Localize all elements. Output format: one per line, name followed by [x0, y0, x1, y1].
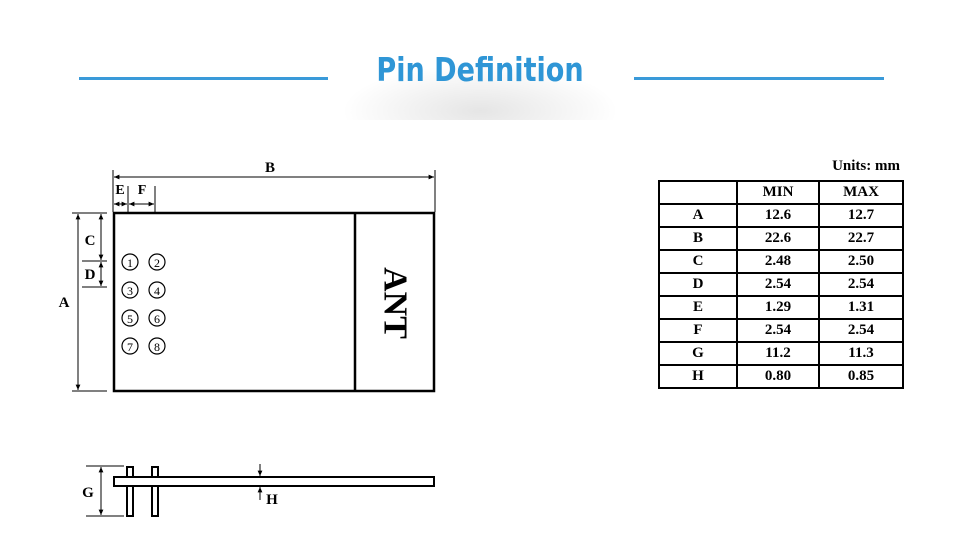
module-outline [112, 211, 436, 393]
dimension-c-d [82, 214, 107, 288]
table-row: F 2.54 2.54 [658, 318, 904, 343]
label-h: H [266, 492, 278, 508]
pin-number: 6 [154, 312, 160, 326]
label-e: E [115, 183, 124, 198]
table-cell-max: 22.7 [818, 226, 904, 251]
table-row: D 2.54 2.54 [658, 272, 904, 297]
pin-number: 1 [127, 256, 133, 270]
table-header [658, 180, 738, 205]
table-cell-min: 12.6 [736, 203, 820, 228]
label-c: C [85, 233, 96, 249]
table-cell-max: 0.85 [818, 364, 904, 389]
table-cell-label: C [658, 249, 738, 274]
table-cell-min: 2.54 [736, 272, 820, 297]
label-b: B [265, 160, 275, 176]
table-cell-label: E [658, 295, 738, 320]
pin-circle [148, 253, 166, 271]
table-cell-min: 11.2 [736, 341, 820, 366]
pin-number: 4 [154, 284, 160, 298]
table-cell-max: 2.50 [818, 249, 904, 274]
side-view [113, 466, 435, 517]
table-row: C 2.48 2.50 [658, 249, 904, 274]
pin-circle [121, 337, 139, 355]
page-title: Pin Definition [376, 50, 584, 89]
pin-number: 5 [127, 312, 133, 326]
table-cell-label: A [658, 203, 738, 228]
antenna-label: ANT [377, 267, 414, 339]
dimension-a [72, 212, 107, 392]
dimension-b [112, 170, 436, 212]
table-cell-label: F [658, 318, 738, 343]
table-row: H 0.80 0.85 [658, 364, 904, 389]
module-board-side [113, 476, 435, 487]
pin-circle [148, 309, 166, 327]
table-row: B 22.6 22.7 [658, 226, 904, 251]
table-row: E 1.29 1.31 [658, 295, 904, 320]
header-rule-right [634, 77, 884, 80]
table-header: MIN [736, 180, 820, 205]
table-cell-max: 1.31 [818, 295, 904, 320]
pin-number: 3 [127, 284, 133, 298]
title-shadow [330, 60, 630, 120]
table-cell-min: 1.29 [736, 295, 820, 320]
table-cell-max: 2.54 [818, 318, 904, 343]
pin-circle [121, 281, 139, 299]
dimension-g [86, 465, 124, 517]
table-row: G 11.2 11.3 [658, 341, 904, 366]
table-cell-min: 0.80 [736, 364, 820, 389]
label-a: A [59, 295, 70, 311]
table-cell-max: 11.3 [818, 341, 904, 366]
table-cell-label: B [658, 226, 738, 251]
dimension-table: MIN MAX A 12.6 12.7 B 22.6 22.7 C 2.48 2… [658, 180, 904, 389]
pin-lead [151, 466, 159, 517]
units-label: Units: mm [832, 158, 900, 174]
pin-lead [126, 466, 134, 517]
table-cell-min: 22.6 [736, 226, 820, 251]
pin-circle [121, 253, 139, 271]
table-cell-max: 2.54 [818, 272, 904, 297]
label-d: D [85, 267, 96, 283]
module-diagram: ANT 1 2 3 4 5 6 7 8 B E F [59, 160, 436, 517]
table-header: MAX [818, 180, 904, 205]
table-row: A 12.6 12.7 [658, 203, 904, 228]
pin-number: 7 [127, 340, 133, 354]
table-header-row: MIN MAX [658, 180, 904, 205]
pin-circle [148, 281, 166, 299]
label-g: G [82, 485, 94, 501]
pin-circle [121, 309, 139, 327]
pin-grid [121, 253, 166, 355]
pin-number: 8 [154, 340, 160, 354]
table-cell-label: D [658, 272, 738, 297]
dimension-e-f [114, 186, 156, 212]
table-cell-label: H [658, 364, 738, 389]
table-cell-max: 12.7 [818, 203, 904, 228]
pin-number: 2 [154, 256, 160, 270]
table-cell-min: 2.48 [736, 249, 820, 274]
table-cell-min: 2.54 [736, 318, 820, 343]
table-cell-label: G [658, 341, 738, 366]
label-f: F [138, 183, 147, 198]
header-rule-left [79, 77, 328, 80]
pin-circle [148, 337, 166, 355]
